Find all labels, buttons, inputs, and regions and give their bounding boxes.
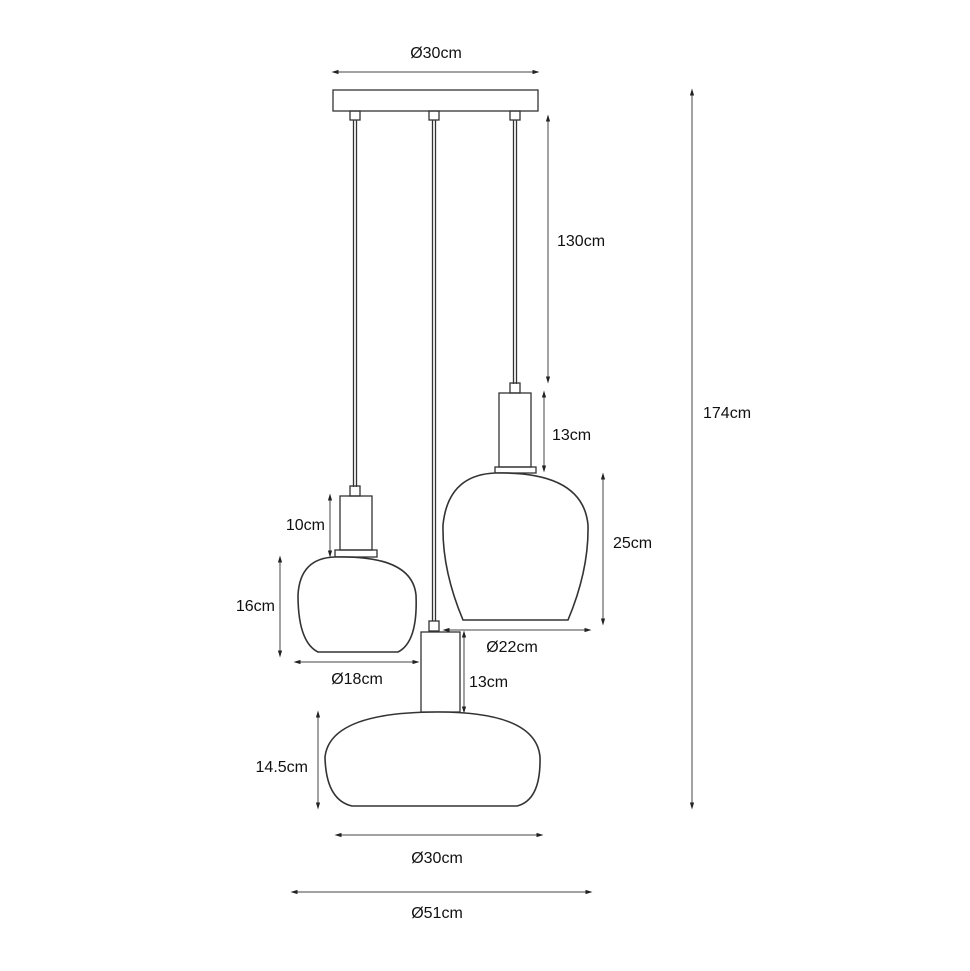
right-shade-height-label: 25cm: [613, 535, 652, 552]
center-shade-height-label: 14.5cm: [256, 759, 308, 776]
ceiling-canopy: [332, 89, 539, 121]
right-socket-label: 13cm: [552, 427, 591, 444]
cord-length-label: 130cm: [557, 233, 605, 250]
total-height-label: 174cm: [703, 405, 751, 422]
suspension-cords: [352, 120, 518, 621]
left-socket-label: 10cm: [286, 517, 325, 534]
left-shade-height-label: 16cm: [236, 598, 275, 615]
center-diameter-label: Ø30cm: [411, 850, 463, 867]
right-pendant: [442, 382, 589, 621]
left-pendant: [297, 485, 417, 653]
right-diameter-label: Ø22cm: [486, 639, 538, 656]
center-pendant: [324, 620, 541, 807]
total-width-label: Ø51cm: [411, 905, 463, 922]
center-socket-label: 13cm: [469, 674, 508, 691]
canopy-width-label: Ø30cm: [410, 45, 462, 62]
left-diameter-label: Ø18cm: [331, 671, 383, 688]
